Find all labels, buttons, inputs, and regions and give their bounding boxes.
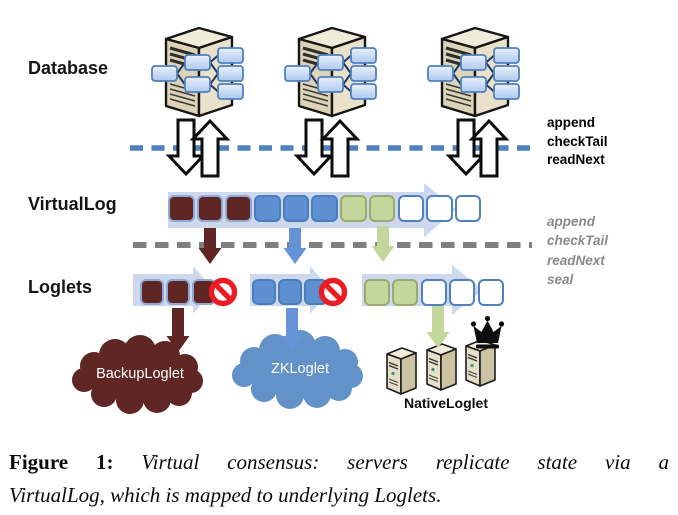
caption-line-2: VirtualLog, which is mapped to underlyin… [9, 483, 442, 507]
map-arrow-green-icon [371, 226, 395, 262]
log-cell-white [449, 279, 476, 306]
virtuallog-row-label: VirtualLog [28, 194, 117, 214]
zk-loglet-label: ZKLoglet [270, 361, 330, 377]
log-cell-blue [277, 279, 302, 305]
map-arrow-blue-icon [283, 228, 307, 264]
log-cell-green [340, 195, 367, 222]
native-loglet-label: NativeLoglet [403, 395, 488, 411]
log-cell-maroon [140, 279, 164, 305]
log-cell-maroon [165, 279, 190, 305]
log-cell-blue [311, 195, 338, 222]
impl-arrow-maroon-icon [166, 308, 190, 352]
log-cell-white [454, 195, 482, 222]
log-cell-blue [254, 195, 281, 222]
database-server-icon [283, 26, 378, 118]
native-server-icon [386, 347, 417, 395]
log-cell-blue [252, 279, 276, 305]
log-cell-blue [282, 195, 310, 222]
impl-arrow-green-icon [426, 306, 450, 348]
log-cell-white [397, 195, 424, 222]
log-cell-maroon [191, 279, 216, 305]
log-cell-green [364, 279, 390, 306]
seal-icon [316, 275, 350, 309]
impl-arrow-blue-icon [280, 308, 304, 352]
native-server-icon [426, 343, 457, 391]
caption-text-1: Virtual consensus: servers replicate sta… [141, 450, 669, 474]
log-cell-maroon [168, 195, 195, 222]
loglet-api-list: append checkTail readNext seal [547, 212, 608, 289]
virtuallog-api-list: append checkTail readNext [547, 114, 608, 170]
virtuallog-cells [168, 195, 482, 222]
backup-loglet-cells [140, 279, 216, 305]
caption-figure-number: Figure 1: [9, 450, 114, 474]
crown-icon [470, 315, 505, 349]
log-cell-maroon [196, 195, 224, 222]
native-loglet-cells [364, 279, 504, 306]
database-row-label: Database [28, 58, 109, 78]
database-server-icon [426, 26, 521, 118]
api-checktail: checkTail [547, 233, 609, 249]
caption-line-1: Figure 1: Virtual consensus: servers rep… [9, 446, 669, 479]
api-checktail: checkTail [547, 133, 608, 149]
log-cell-white [420, 279, 447, 306]
log-cell-white [426, 195, 453, 222]
map-arrow-maroon-icon [198, 228, 222, 264]
backup-loglet-label: BackupLoglet [96, 366, 184, 382]
log-cell-white [477, 279, 504, 306]
log-cell-green [392, 279, 419, 306]
figure-caption: Figure 1: Virtual consensus: servers rep… [9, 446, 669, 512]
log-cell-maroon [225, 195, 252, 222]
api-append: append [547, 214, 596, 229]
seal-icon [206, 275, 240, 309]
request-response-arrows-icon [165, 118, 510, 178]
loglets-row-label: Loglets [28, 277, 93, 297]
api-readnext: readNext [547, 152, 605, 167]
log-cell-green [368, 195, 396, 222]
api-seal: seal [547, 271, 574, 287]
api-readnext: readNext [547, 252, 605, 268]
api-append: append [547, 115, 596, 130]
database-server-icon [150, 26, 245, 118]
